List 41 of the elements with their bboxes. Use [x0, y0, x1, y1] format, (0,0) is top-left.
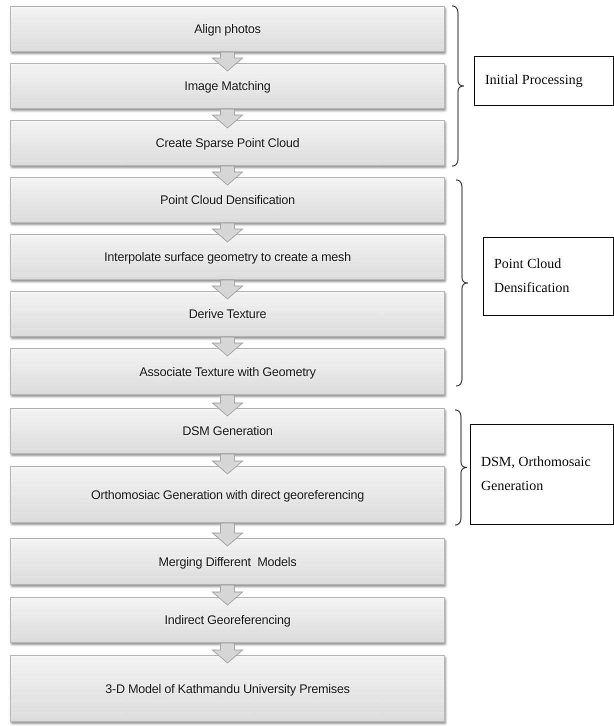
block-arrow: [211, 166, 244, 186]
step-label: Indirect Georeferencing: [164, 613, 291, 627]
step-label: Align photos: [194, 22, 261, 36]
process-box: [10, 63, 445, 109]
process-box: [10, 6, 445, 52]
block-arrow: [211, 454, 244, 475]
block-arrow: [211, 52, 244, 72]
process-box: [10, 597, 445, 643]
process-box: [10, 234, 445, 280]
stage-label: DSM, Orthomosaic Generation: [481, 454, 592, 496]
process-box: [10, 348, 445, 395]
block-arrow: [211, 222, 244, 243]
step-label: Orthomosiac Generation with direct georeferencing: [91, 488, 364, 502]
stage-label-box: [474, 56, 614, 106]
stage-label-box: [483, 237, 614, 316]
step-label: Point Cloud Densification: [160, 193, 295, 207]
block-arrow: [211, 522, 244, 547]
step-label: Associate Texture with Geometry: [139, 364, 316, 378]
block-arrow: [211, 394, 244, 417]
block-arrow: [211, 642, 244, 664]
step-label: Merging Different Models: [158, 554, 296, 568]
process-box: [10, 538, 445, 585]
process-box: [10, 655, 445, 722]
block-arrow: [211, 108, 244, 129]
block-arrow: [211, 336, 244, 357]
block-arrow: [211, 584, 244, 606]
step-label: Image Matching: [184, 79, 271, 93]
step-label: 3-D Model of Kathmandu University Premises: [105, 682, 350, 696]
process-box: [10, 120, 445, 166]
stage-label: Point Cloud Densification: [494, 256, 570, 298]
stage-label: Initial Processing: [485, 72, 583, 90]
process-box: [10, 466, 445, 523]
step-label: DSM Generation: [182, 424, 273, 438]
step-label: Interpolate surface geometry to create a mesh: [104, 250, 351, 264]
process-box: [10, 408, 445, 454]
process-box: [10, 291, 445, 337]
step-label: Derive Texture: [188, 307, 266, 321]
stage-label-box: [470, 424, 614, 525]
block-arrow: [211, 280, 244, 300]
step-label: Create Sparse Point Cloud: [156, 136, 300, 150]
process-box: [10, 177, 445, 223]
